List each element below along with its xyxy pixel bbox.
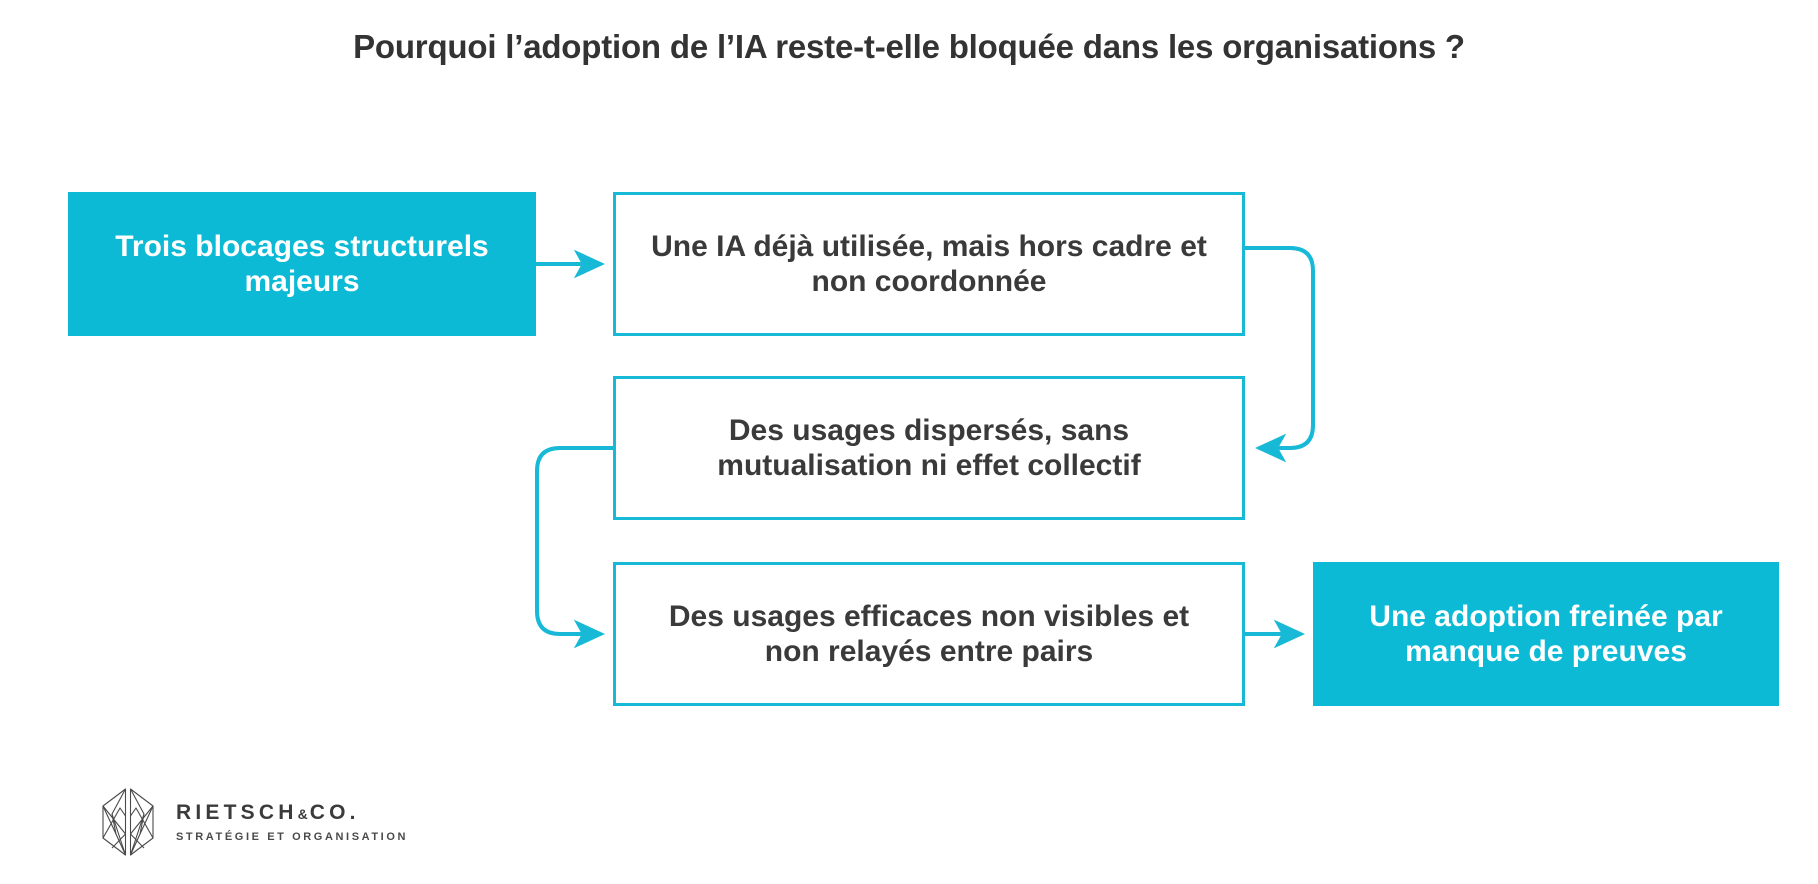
brand-logo: RIETSCH&CO. STRATÉGIE ET ORGANISATION [96, 786, 408, 858]
logo-tagline: STRATÉGIE ET ORGANISATION [176, 831, 409, 844]
logo-wordmark-secondary: CO. [309, 800, 360, 824]
connector-block-2-to-block-3 [535, 446, 613, 649]
node-source-label: Trois blocages structurels majeurs [115, 229, 489, 298]
node-source[interactable]: Trois blocages structurels majeurs [68, 192, 536, 336]
logo-wordmark-primary: RIETSCH [176, 800, 298, 824]
node-outcome[interactable]: Une adoption freinée par manque de preuv… [1313, 562, 1779, 706]
node-block-3[interactable]: Des usages efficaces non visibles et non… [613, 562, 1245, 706]
node-block-2[interactable]: Des usages dispersés, sans mutualisation… [613, 376, 1245, 520]
node-block-1[interactable]: Une IA déjà utilisée, mais hors cadre et… [613, 192, 1245, 336]
page-title: Pourquoi l’adoption de l’IA reste-t-elle… [353, 28, 1465, 65]
node-block-2-label: Des usages dispersés, sans mutualisation… [717, 413, 1141, 482]
logo-wordmark: RIETSCH&CO. [176, 801, 408, 824]
connector-block-1-to-block-2 [1245, 246, 1315, 463]
node-block-1-label: Une IA déjà utilisée, mais hors cadre et… [651, 229, 1207, 298]
rietsch-diamond-icon [102, 788, 154, 856]
node-block-3-label: Des usages efficaces non visibles et non… [668, 599, 1190, 668]
logo-text-block: RIETSCH&CO. STRATÉGIE ET ORGANISATION [176, 801, 408, 843]
node-outcome-label: Une adoption freinée par manque de preuv… [1369, 599, 1723, 668]
logo-ampersand: & [297, 805, 310, 822]
